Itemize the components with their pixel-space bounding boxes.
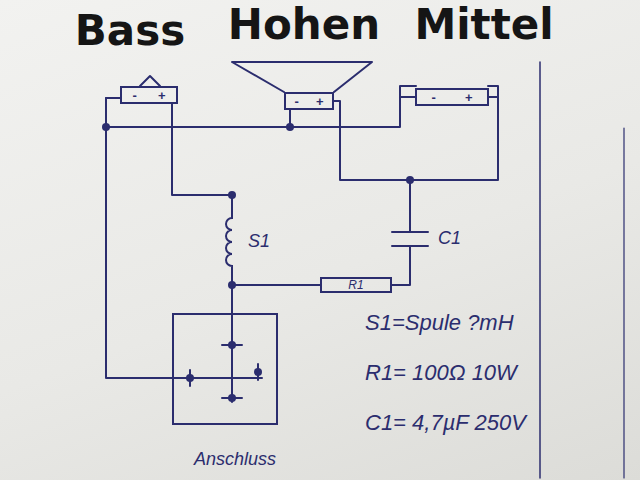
horn-outline bbox=[232, 62, 372, 92]
polarity-sign: - bbox=[295, 95, 299, 108]
bass-cone-mark bbox=[140, 76, 160, 86]
junction-dot bbox=[102, 123, 110, 131]
wire bbox=[106, 98, 172, 378]
junction-dot bbox=[228, 281, 236, 289]
note: C1= 4,7µF 250V bbox=[365, 412, 526, 434]
terminal-box: Anschluss bbox=[172, 313, 278, 425]
wire bbox=[410, 97, 498, 228]
midrange-bracket bbox=[488, 86, 498, 112]
terminal-contact bbox=[190, 345, 258, 398]
wire bbox=[172, 104, 232, 212]
component-label: C1 bbox=[438, 229, 461, 247]
note: R1= 100Ω 10W bbox=[365, 362, 517, 384]
polarity-sign: + bbox=[465, 91, 473, 104]
note: S1=Spule ?mH bbox=[365, 312, 514, 334]
junction-dot bbox=[406, 176, 414, 184]
wire bbox=[232, 272, 320, 285]
terminal-dot bbox=[254, 368, 262, 376]
wire bbox=[334, 101, 410, 228]
component-label: R1 bbox=[348, 279, 363, 291]
inductor-symbol bbox=[222, 212, 242, 272]
junction-dot bbox=[228, 191, 236, 199]
speaker-title: Hohen bbox=[228, 4, 380, 46]
speaker-box: Bass-+ bbox=[120, 86, 178, 104]
polarity-sign: + bbox=[158, 89, 166, 102]
speaker-box: Hohen-+ bbox=[284, 92, 334, 110]
polarity-sign: - bbox=[133, 89, 137, 102]
component-label: S1 bbox=[248, 232, 270, 250]
polarity-sign: - bbox=[432, 91, 436, 104]
terminal-dot bbox=[228, 341, 236, 349]
junction-dot bbox=[286, 123, 294, 131]
resistor-symbol: R1 bbox=[320, 277, 392, 293]
speaker-title: Bass bbox=[75, 10, 185, 52]
terminal-dot bbox=[186, 374, 194, 382]
speaker-title: Mittel bbox=[414, 4, 553, 46]
inductor-symbol: S1 bbox=[222, 212, 242, 272]
page-margin-line bbox=[539, 62, 541, 478]
terminal-bar bbox=[172, 377, 262, 379]
capacitor-symbol bbox=[392, 228, 428, 250]
speaker-box: Mittel-+ bbox=[415, 88, 489, 106]
polarity-sign: + bbox=[316, 95, 324, 108]
wire bbox=[392, 250, 410, 285]
capacitor-symbol: C1 bbox=[392, 228, 428, 250]
page-margin-line bbox=[623, 128, 624, 478]
wire bbox=[290, 97, 415, 127]
midrange-bracket bbox=[400, 86, 416, 97]
terminal-bar bbox=[231, 313, 233, 402]
terminal-dot bbox=[228, 394, 236, 402]
terminal-label: Anschluss bbox=[194, 450, 276, 468]
